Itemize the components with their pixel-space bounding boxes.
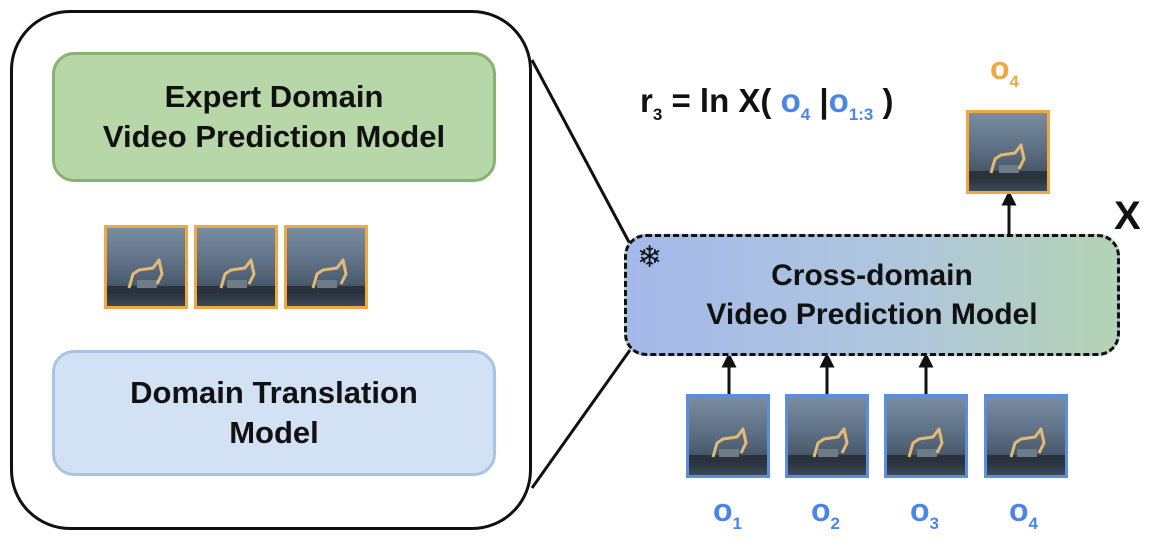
domain-translation-model-box: Domain Translation Model [52,350,496,476]
formula-eq: = ln X( [662,82,781,119]
observation-label-2: o2 [811,494,840,532]
formula-o-next: o [780,82,801,119]
obs-3-o: o [910,492,930,528]
cross-domain-model-box: Cross-domain Video Prediction Model [624,234,1120,356]
obs-2-o: o [811,492,831,528]
translation-box-line1: Domain Translation [130,374,418,410]
formula-o-ctx: o [828,82,849,119]
predicted-label-sub: 4 [1009,72,1020,91]
snowflake-icon: ❄ [637,241,663,274]
translated-frame-1 [104,225,188,309]
zoom-line-top [530,59,632,245]
observation-label-1: o1 [713,494,742,532]
observation-frame-3 [884,394,968,478]
cross-box-line2: Video Prediction Model [706,298,1038,331]
translation-box-line2: Model [229,415,319,450]
formula-close: ) [873,82,894,119]
obs-4-sub: 4 [1028,514,1039,533]
formula-o-next-sub: 4 [800,105,811,124]
formula-lhs-sub: 3 [652,105,663,124]
obs-3-sub: 3 [929,514,940,533]
observation-frame-2 [785,394,869,478]
robot-thumbnail-icon [987,427,1065,463]
model-symbol: X [1114,194,1141,238]
predicted-frame-label: o4 [990,52,1019,90]
expert-box-line1: Expert Domain [164,78,384,114]
robot-thumbnail-icon [107,258,185,294]
predicted-label-o: o [990,50,1010,86]
formula-o-ctx-sub: 1:3 [848,105,874,124]
translated-frame-3 [284,225,368,309]
observation-frame-4 [984,394,1068,478]
obs-1-o: o [713,492,733,528]
robot-thumbnail-icon [287,258,365,294]
robot-thumbnail-icon [788,427,866,463]
formula-lhs: r [640,82,653,119]
predicted-frame [966,110,1050,194]
cross-box-line1: Cross-domain [771,259,973,292]
expert-domain-model-box: Expert Domain Video Prediction Model [52,52,496,182]
obs-1-sub: 1 [732,514,743,533]
reward-formula: r3 = ln X( o4 |o1:3 ) [640,84,894,123]
zoom-line-bottom [530,349,632,489]
robot-thumbnail-icon [197,258,275,294]
expert-box-line2: Video Prediction Model [102,119,446,154]
formula-bar: | [810,82,829,119]
observation-label-4: o4 [1009,494,1038,532]
robot-thumbnail-icon [887,427,965,463]
robot-thumbnail-icon [689,427,767,463]
translated-frame-2 [194,225,278,309]
obs-4-o: o [1009,492,1029,528]
observation-label-3: o3 [910,494,939,532]
robot-thumbnail-icon [969,143,1047,179]
obs-2-sub: 2 [830,514,841,533]
observation-frame-1 [686,394,770,478]
